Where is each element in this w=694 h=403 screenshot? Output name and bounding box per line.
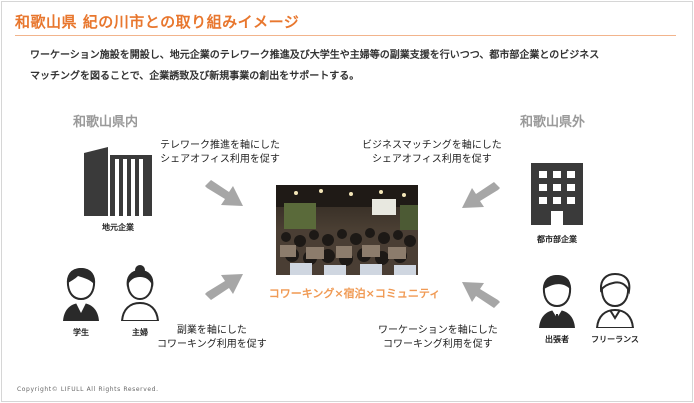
caption-top-right-line-1: ビジネスマッチングを軸にした [362, 140, 502, 151]
intro-line-1: ワーケーション施設を開設し、地元企業のテレワーク推進及び大学生や主婦等の副業支援… [30, 50, 600, 61]
housewife-label: 主婦 [132, 328, 148, 337]
intro-line-2: マッチングを図ることで、企業誘致及び新規事業の創出をサポートする。 [30, 71, 360, 82]
caption-top-left: テレワーク推進を軸にした シェアオフィス利用を促す [160, 139, 280, 167]
coworking-event-photo-illustration [276, 185, 418, 275]
region-outside-label: 和歌山県外 [520, 115, 586, 130]
caption-top-right: ビジネスマッチングを軸にした シェアオフィス利用を促す [362, 139, 502, 167]
urban-company-label: 都市部企業 [537, 235, 577, 244]
caption-bottom-right-line-2: コワーキング利用を促す [383, 339, 493, 350]
business-traveler-label: 出張者 [545, 335, 569, 344]
center-keyword: コワーキング×宿泊×コミュニティ [268, 287, 441, 300]
business-traveler-icon [539, 274, 575, 328]
local-company-label: 地元企業 [102, 223, 134, 232]
arrow-top-left-icon [205, 180, 243, 206]
caption-bottom-left: 副業を軸にした コワーキング利用を促す [157, 324, 267, 352]
housewife-icon [120, 265, 160, 321]
student-label: 学生 [73, 328, 89, 337]
page-title: 和歌山県 紀の川市との取り組みイメージ [15, 13, 300, 31]
arrow-bottom-left-icon [205, 274, 243, 300]
caption-top-left-line-2: シェアオフィス利用を促す [160, 154, 280, 165]
freelancer-label: フリーランス [591, 335, 639, 344]
title-divider [15, 35, 676, 36]
student-icon [63, 267, 99, 321]
region-inside-label: 和歌山県内 [73, 115, 139, 130]
local-company-building-icon [84, 147, 152, 216]
caption-top-right-line-2: シェアオフィス利用を促す [371, 154, 492, 165]
caption-bottom-right: ワーケーションを軸にした コワーキング利用を促す [378, 324, 498, 352]
arrow-top-right-icon [462, 182, 500, 208]
coworking-event-photo [276, 185, 418, 275]
urban-company-building-icon [531, 163, 583, 225]
freelancer-icon [596, 272, 634, 328]
caption-bottom-left-line-2: コワーキング利用を促す [157, 339, 267, 350]
caption-top-left-line-1: テレワーク推進を軸にした [160, 140, 280, 151]
copyright-notice: Copyright© LIFULL All Rights Reserved. [17, 386, 159, 393]
caption-bottom-left-line-1: 副業を軸にした [176, 325, 247, 336]
arrow-bottom-right-icon [462, 282, 500, 308]
intro-text: ワーケーション施設を開設し、地元企業のテレワーク推進及び大学生や主婦等の副業支援… [30, 45, 660, 87]
caption-bottom-right-line-1: ワーケーションを軸にした [378, 325, 498, 336]
